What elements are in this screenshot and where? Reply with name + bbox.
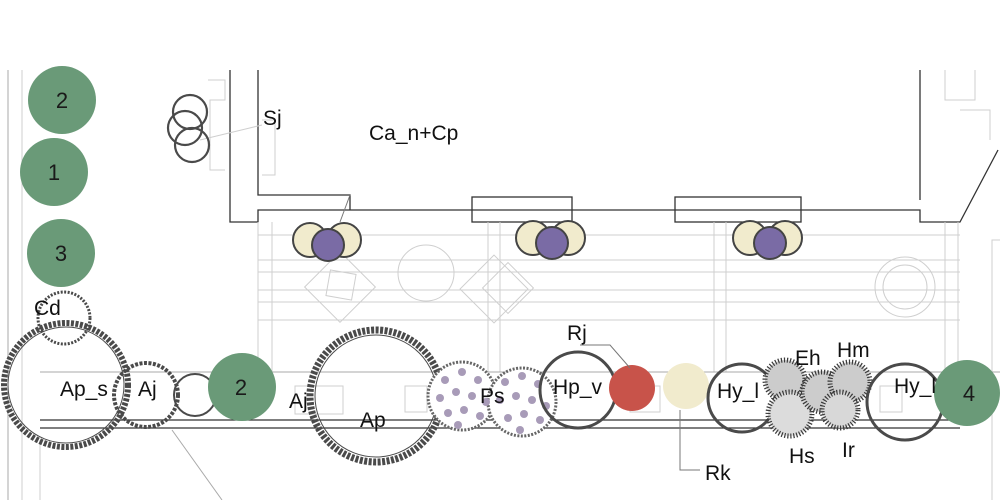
cream-accent-plant xyxy=(663,363,709,409)
climber-group-3 xyxy=(732,220,803,260)
ap-s-tree xyxy=(1,320,131,450)
label-hp-v: Hp_v xyxy=(553,376,603,399)
tree-marker-3-label: 3 xyxy=(55,241,67,266)
label-aj-mid: Aj xyxy=(289,390,308,413)
climber-group-1 xyxy=(292,222,362,262)
patio-furniture xyxy=(303,244,936,324)
tree-marker-2-top-label: 2 xyxy=(56,88,68,113)
tree-marker-4-label: 4 xyxy=(963,381,975,406)
tree-marker-3 xyxy=(27,219,95,287)
plant-labels: Sj Ca_n+Cp Cd Ap_s Aj Aj Ap Ps Rj Hp_v H… xyxy=(34,107,936,485)
sj-shrub-cluster xyxy=(166,93,211,164)
label-rk: Rk xyxy=(705,462,731,485)
climber-group-2 xyxy=(515,220,586,260)
label-hy-l-right: Hy_l xyxy=(894,375,936,398)
aj-shrub-left xyxy=(112,361,180,429)
red-accent-plant xyxy=(609,365,655,411)
tree-marker-1-label: 1 xyxy=(48,160,60,185)
label-hy-l-left: Hy_l xyxy=(717,380,759,403)
tree-marker-2-bottom xyxy=(208,353,276,421)
label-ap: Ap xyxy=(360,409,386,432)
tree-marker-2-top xyxy=(28,66,96,134)
tree-marker-2-bottom-label: 2 xyxy=(235,375,247,400)
label-hs: Hs xyxy=(789,445,815,468)
label-sj: Sj xyxy=(263,107,282,130)
tree-marker-4 xyxy=(934,360,1000,426)
label-ca-n-cp: Ca_n+Cp xyxy=(369,122,458,145)
grass-cluster xyxy=(762,357,873,439)
cd-shrub xyxy=(36,290,92,346)
site-linework xyxy=(7,70,1000,500)
label-hm: Hm xyxy=(837,339,870,362)
label-ir: Ir xyxy=(842,439,855,462)
label-rj: Rj xyxy=(567,322,587,345)
tree-marker-1 xyxy=(20,138,88,206)
label-ps: Ps xyxy=(480,385,505,408)
label-aj-left: Aj xyxy=(138,378,157,401)
label-ap-s: Ap_s xyxy=(60,378,108,401)
ap-tree xyxy=(306,326,446,466)
label-cd: Cd xyxy=(34,297,61,320)
label-eh: Eh xyxy=(795,347,821,370)
leader-lines xyxy=(339,194,700,471)
